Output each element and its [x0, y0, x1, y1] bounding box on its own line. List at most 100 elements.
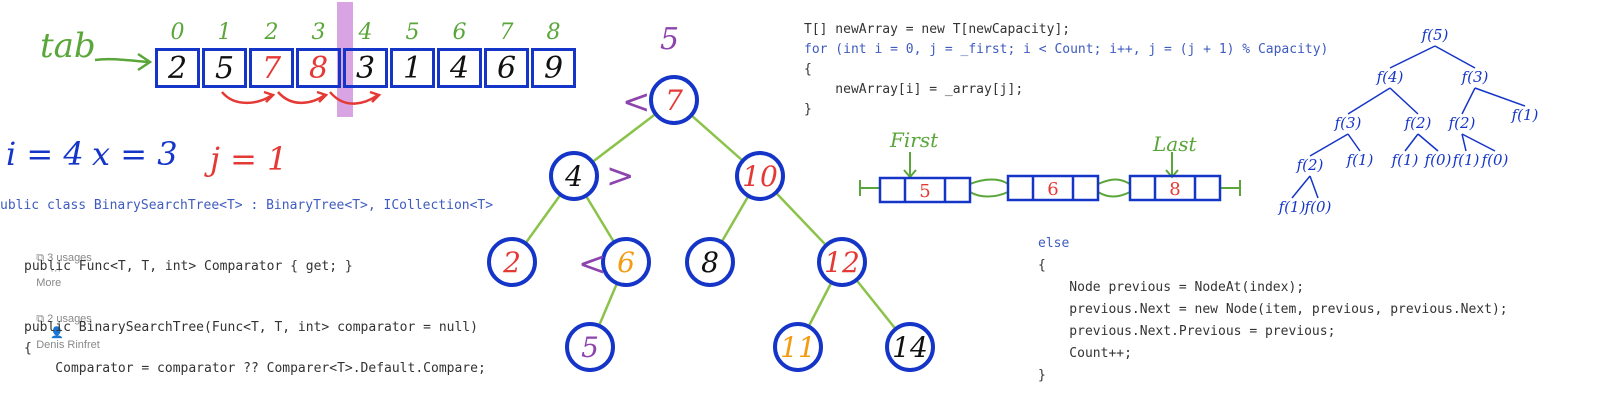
fib-node: f(2): [1448, 114, 1476, 132]
code-previous-link: previous.Next.Previous = previous;: [1038, 324, 1336, 339]
class-declaration: ublic class BinarySearchTree<T> : Binary…: [0, 198, 494, 213]
array-cell: 3: [343, 48, 388, 88]
fib-node: f(4): [1376, 68, 1404, 86]
fib-edge: [1461, 133, 1467, 152]
fib-node: f(1): [1391, 151, 1419, 169]
tree-node-label: 8: [701, 246, 719, 279]
tree-node: 11: [773, 322, 823, 372]
tree-canvas: 7 4 10 2 6 8 12 5 11 14: [487, 75, 935, 372]
mark-lt-1: <: [622, 82, 651, 122]
tree-node-label: 14: [892, 331, 928, 364]
code-line-1: T[] newArray = new T[newCapacity];: [804, 22, 1071, 37]
list-node-value: 5: [919, 181, 930, 202]
fib-edge: [1347, 133, 1361, 152]
array-index: 2: [264, 20, 279, 45]
tree-node-label: 4: [564, 160, 583, 193]
array-cell: 5: [202, 48, 247, 88]
code-bottom: else { Node previous = NodeAt(index); pr…: [0, 210, 1600, 383]
fib-edge: [1434, 45, 1476, 69]
tree-node: 6: [601, 237, 651, 287]
usages-text: 3 usages: [47, 252, 92, 264]
usages-hint-2[interactable]: ⧉ 2 usages 👤 Denis Rinfret: [24, 301, 100, 363]
tree-node-label: 6: [617, 246, 635, 279]
fib-node: f(1): [1278, 198, 1306, 216]
code-top: T[] newArray = new T[newCapacity]; for (…: [0, 22, 1600, 210]
array-index: 6: [452, 20, 467, 45]
list-node: 6: [1006, 174, 1100, 202]
array-cell: 8: [296, 48, 341, 88]
tree-top-label: 5: [660, 22, 680, 57]
fib-node: f(0): [1424, 151, 1452, 169]
tree-node-label: 7: [665, 84, 683, 117]
first-label: First: [890, 128, 939, 152]
fib-node: f(2): [1296, 156, 1324, 174]
more-link[interactable]: More: [36, 277, 62, 289]
list-node: 8: [1128, 174, 1222, 202]
fib-edge: [1291, 175, 1311, 199]
code-close-brace: }: [1038, 368, 1046, 383]
usages-icon: ⧉: [36, 313, 48, 325]
swap-arrow: [221, 91, 273, 105]
tree-node-label: 5: [581, 331, 599, 364]
tree-node-label: 2: [502, 246, 521, 279]
fib-edge: [1389, 87, 1419, 115]
tree-node: 4: [549, 151, 599, 201]
fib-edge: [1474, 87, 1526, 107]
fib-node: f(1): [1346, 151, 1374, 169]
array-index: 8: [546, 20, 561, 45]
code-open-brace: {: [1038, 258, 1046, 273]
var-j: j = 1: [210, 140, 288, 178]
fib-edge: [1347, 87, 1391, 115]
swap-arrow: [277, 91, 326, 105]
comparator-property: public Func<T, T, int> Comparator { get;…: [24, 259, 353, 274]
tree-node-label: 11: [780, 331, 816, 364]
fib-edge: [1309, 175, 1319, 199]
code-else: else: [1038, 236, 1070, 251]
fib-node: f(3): [1461, 68, 1489, 86]
code-line-3: {: [804, 62, 812, 77]
tree-node: 14: [885, 322, 935, 372]
fib-node: f(3): [1334, 114, 1362, 132]
tree-node-label: 10: [742, 160, 778, 193]
list-node-value: 8: [1169, 179, 1180, 200]
fib-edge: [1461, 87, 1476, 115]
tree-node: 12: [817, 237, 867, 287]
fib-node: f(2): [1404, 114, 1432, 132]
fib-node: f(0): [1304, 198, 1332, 216]
array-index: 4: [358, 20, 373, 45]
code-line-2: for (int i = 0, j = _first; i < Count; i…: [804, 42, 1329, 57]
open-brace: {: [24, 341, 32, 356]
fib-node: f(1): [1452, 151, 1480, 169]
code-line-5: }: [804, 102, 812, 117]
fib-recursion-tree: f(5) f(4) f(3) f(3) f(2) f(2) f(1) f(2) f(1) f(1)…: [1278, 26, 1539, 216]
tree-node: 10: [735, 151, 785, 201]
tree-node: 7: [649, 75, 699, 125]
usages-hint[interactable]: ⧉ 3 usages ··· More: [24, 240, 92, 301]
var-i: i = 4: [6, 135, 84, 173]
list-node: 5: [878, 176, 972, 204]
fib-edge: [1404, 133, 1419, 152]
array-cell: 6: [484, 48, 529, 88]
fib-node: f(5): [1421, 26, 1449, 44]
more-icon: ···: [50, 265, 62, 277]
fib-edge: [1417, 133, 1439, 152]
fib-edge: [1461, 133, 1496, 152]
array-cell: 9: [531, 48, 576, 88]
constructor-signature: public BinarySearchTree(Func<T, T, int> …: [24, 320, 478, 335]
code-count-increment: Count++;: [1038, 346, 1132, 361]
tab-label: tab: [40, 26, 96, 66]
person-icon: 👤: [50, 327, 64, 339]
code-new-node: previous.Next = new Node(item, previous,…: [1038, 302, 1508, 317]
fib-edge: [1309, 133, 1349, 157]
array-index: 1: [217, 20, 232, 45]
usages-icon: ⧉: [36, 252, 48, 264]
array-index: 3: [311, 20, 326, 45]
author-name: Denis Rinfret: [36, 339, 100, 351]
usages-text: 2 usages: [47, 313, 92, 325]
mark-lt-2: <: [578, 244, 607, 284]
array-cell: 4: [437, 48, 482, 88]
tree-node: 2: [487, 237, 537, 287]
last-label: Last: [1153, 132, 1197, 156]
array-cell: 7: [249, 48, 294, 88]
code-node-at: Node previous = NodeAt(index);: [1038, 280, 1305, 295]
